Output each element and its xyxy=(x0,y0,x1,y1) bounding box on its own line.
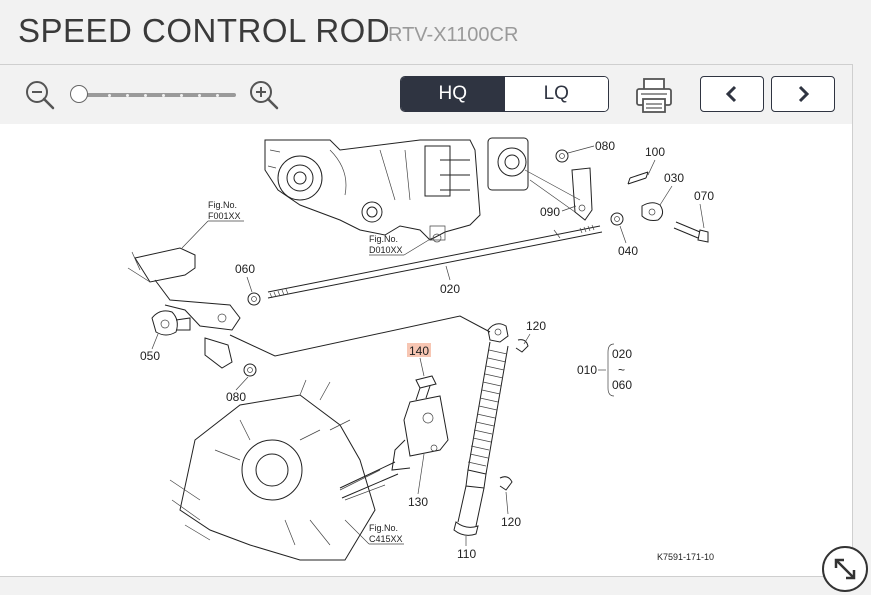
part-label-120-lower[interactable]: 120 xyxy=(501,515,521,529)
assembly-label-010[interactable]: 010 xyxy=(577,363,597,377)
page-title: SPEED CONTROL ROD xyxy=(18,12,391,49)
part-label-020[interactable]: 020 xyxy=(440,282,460,296)
damper-cylinder xyxy=(453,323,529,536)
printer-icon[interactable] xyxy=(634,75,674,115)
slider-tick xyxy=(216,94,219,97)
part-labels: 080 100 030 070 090 040 060 020 050 080 … xyxy=(140,139,714,561)
slider-tick xyxy=(126,94,129,97)
zoom-out-icon[interactable] xyxy=(24,79,56,111)
part-label-080[interactable]: 080 xyxy=(595,139,615,153)
frame-sketch xyxy=(169,379,399,561)
model-number: RTV-X1100CR xyxy=(388,24,519,46)
part-label-120[interactable]: 120 xyxy=(526,319,546,333)
bracket-130-sketch xyxy=(391,375,449,471)
part-label-060[interactable]: 060 xyxy=(235,262,255,276)
speed-control-rod xyxy=(247,224,603,306)
fig-ref-d010-line1: Fig.No. xyxy=(369,234,398,244)
assembly-link-line xyxy=(229,315,491,357)
part-label-130[interactable]: 130 xyxy=(408,495,428,509)
part-label-110[interactable]: 110 xyxy=(457,547,476,561)
part-label-030[interactable]: 030 xyxy=(664,171,684,185)
slider-tick xyxy=(180,94,183,97)
assembly-range-start: 020 xyxy=(612,347,632,361)
fig-ref-c415-line2[interactable]: C415XX xyxy=(369,534,403,544)
assembly-group-010: 010 020 ~ 060 xyxy=(577,343,632,397)
part-label-040[interactable]: 040 xyxy=(618,244,638,258)
fig-ref-f001-line2[interactable]: F001XX xyxy=(208,211,241,221)
toolbar: HQ LQ xyxy=(0,64,853,125)
bracket-assembly-top-right xyxy=(524,149,709,243)
diagram-code: K7591-171-10 xyxy=(657,552,714,562)
fig-ref-d010-line2[interactable]: D010XX xyxy=(369,245,403,255)
slider-tick xyxy=(144,94,147,97)
figure-references: Fig.No. F001XX Fig.No. D010XX Fig.No. C4… xyxy=(181,200,433,545)
zoom-slider-thumb[interactable] xyxy=(70,85,88,103)
engine-block-sketch xyxy=(264,137,529,243)
slider-tick xyxy=(108,94,111,97)
hq-button[interactable]: HQ xyxy=(401,77,505,111)
chevron-right-icon xyxy=(798,85,810,103)
highlight-140 xyxy=(407,343,431,357)
chevron-left-icon xyxy=(725,85,737,103)
next-button[interactable] xyxy=(771,76,835,112)
zoom-slider-track xyxy=(80,93,236,97)
zoom-slider[interactable] xyxy=(70,85,238,105)
assembly-range-tilde: ~ xyxy=(618,363,625,377)
expand-icon xyxy=(834,558,856,580)
expand-button[interactable] xyxy=(822,546,868,592)
part-label-080-lower[interactable]: 080 xyxy=(226,390,246,404)
part-label-090[interactable]: 090 xyxy=(540,205,560,219)
fig-ref-c415-line1: Fig.No. xyxy=(369,523,398,533)
slider-tick xyxy=(198,94,201,97)
parts-diagram: 080 100 030 070 090 040 060 020 050 080 … xyxy=(0,124,853,577)
lq-button[interactable]: LQ xyxy=(504,77,608,111)
quality-toggle: HQ LQ xyxy=(400,76,609,112)
part-label-100[interactable]: 100 xyxy=(645,145,665,159)
exploded-view-drawing: 080 100 030 070 090 040 060 020 050 080 … xyxy=(127,137,714,562)
part-label-050[interactable]: 050 xyxy=(140,349,160,363)
zoom-in-icon[interactable] xyxy=(248,79,280,111)
part-label-070[interactable]: 070 xyxy=(694,189,714,203)
left-lever-sketch xyxy=(127,247,257,377)
previous-button[interactable] xyxy=(700,76,764,112)
fig-ref-f001-line1: Fig.No. xyxy=(208,200,237,210)
slider-tick xyxy=(162,94,165,97)
assembly-range-end: 060 xyxy=(612,378,632,392)
title-bar: SPEED CONTROL ROD RTV-X1100CR xyxy=(0,0,871,64)
part-label-140[interactable]: 140 xyxy=(409,344,429,358)
